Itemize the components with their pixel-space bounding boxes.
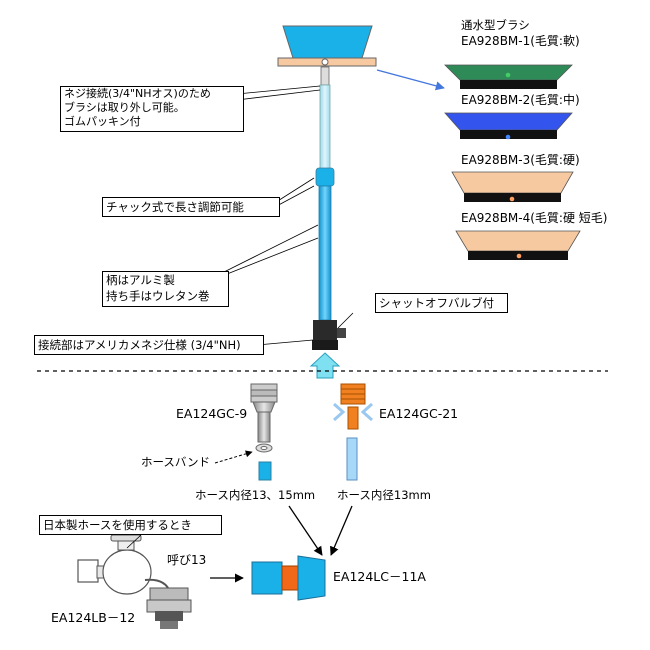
- brush-variant-1: [444, 64, 573, 89]
- callout-handle: 柄はアルミ製 持ち手はウレタン巻: [102, 271, 229, 307]
- callout-connector: 接続部はアメリカメネジ仕様 (3/4"NH): [34, 335, 264, 355]
- callout-thread-text: ネジ接続(3/4"NHオス)のため ブラシは取り外し可能。 ゴムパッキン付: [64, 87, 211, 128]
- label-gc9: EA124GC-9: [176, 406, 248, 421]
- lc11a-connector: [251, 555, 326, 601]
- brush-label-4: EA928BM-4(毛質:硬 短毛): [461, 211, 608, 225]
- hose-band-pointer: [214, 450, 253, 464]
- variants-arrow: [376, 69, 445, 91]
- arrow-from-gc9: [288, 505, 323, 556]
- label-hose-13-15: ホース内径13、15mm: [195, 488, 316, 502]
- brush-variant-2: [444, 112, 573, 140]
- callout-handle-text: 柄はアルミ製 持ち手はウレタン巻: [106, 273, 210, 303]
- handle-pole: [315, 66, 335, 321]
- arrow-from-gc21: [330, 505, 353, 556]
- hose-piece-13: [346, 437, 358, 481]
- callout-chuck: チャック式で長さ調節可能: [102, 197, 280, 217]
- brush-label-3: EA928BM-3(毛質:硬): [461, 153, 580, 167]
- brush-label-2: EA928BM-2(毛質:中): [461, 93, 580, 107]
- leader-lines: [126, 85, 354, 549]
- connect-up-arrow: [309, 352, 341, 379]
- callout-shutoff-text: シャットオフバルブ付: [379, 296, 494, 310]
- callout-japan-hose-text: 日本製ホースを使用するとき: [43, 518, 192, 532]
- gc9-fitting: [250, 383, 278, 443]
- gc21-fitting: [333, 383, 373, 430]
- label-hose-band: ホースバンド: [141, 455, 210, 469]
- callout-connector-text: 接続部はアメリカメネジ仕様 (3/4"NH): [38, 338, 241, 352]
- label-lb12: EA124LB－12: [51, 610, 136, 625]
- shutoff-valve: [312, 320, 346, 350]
- brush-variant-3: [451, 171, 574, 202]
- brush-label-1: EA928BM-1(毛質:軟): [461, 34, 580, 48]
- brushes-title: 通水型ブラシ: [461, 18, 530, 32]
- main-brush-head: [277, 25, 377, 67]
- label-yobi: 呼び13: [167, 553, 207, 567]
- label-hose-13: ホース内径13mm: [337, 488, 431, 502]
- callout-thread: ネジ接続(3/4"NHオス)のため ブラシは取り外し可能。 ゴムパッキン付: [60, 86, 244, 132]
- brush-variants: [444, 64, 581, 260]
- hose-piece-13-15: [258, 461, 272, 481]
- faucet-drawing: [77, 534, 192, 629]
- callout-japan-hose: 日本製ホースを使用するとき: [39, 515, 222, 535]
- label-gc21: EA124GC-21: [379, 406, 459, 421]
- label-lc11a: EA124LC－11A: [333, 569, 426, 584]
- callout-chuck-text: チャック式で長さ調節可能: [106, 200, 244, 214]
- brush-variant-4: [455, 230, 581, 260]
- callout-shutoff: シャットオフバルブ付: [375, 293, 508, 313]
